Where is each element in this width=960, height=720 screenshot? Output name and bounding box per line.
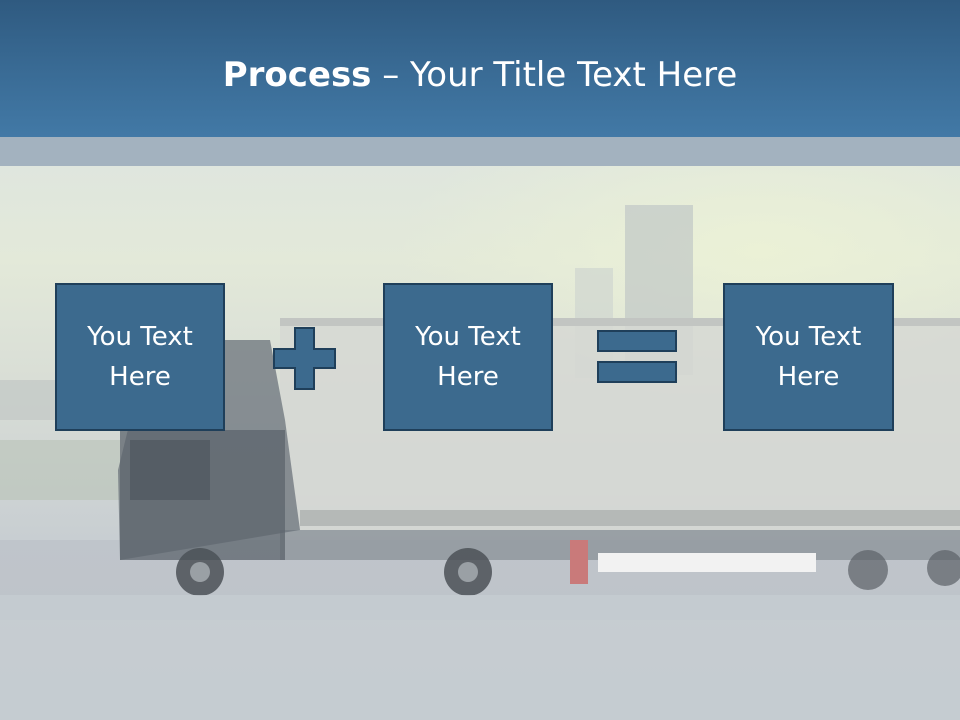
title-bar: Process – Your Title Text Here	[0, 0, 960, 137]
title-strong: Process	[222, 54, 372, 95]
slide-title: Process – Your Title Text Here	[223, 43, 738, 95]
process-box-2-label: You Text Here	[415, 322, 521, 392]
process-box-1-label: You Text Here	[87, 322, 193, 392]
title-rest: – Your Title Text Here	[371, 54, 738, 95]
process-box-1: You Text Here	[55, 283, 225, 431]
process-box-3: You Text Here	[723, 283, 894, 431]
process-box-2: You Text Here	[383, 283, 553, 431]
process-box-3-label: You Text Here	[755, 322, 862, 392]
equals-icon	[597, 330, 677, 383]
plus-icon	[273, 327, 336, 390]
title-underband	[0, 137, 960, 166]
